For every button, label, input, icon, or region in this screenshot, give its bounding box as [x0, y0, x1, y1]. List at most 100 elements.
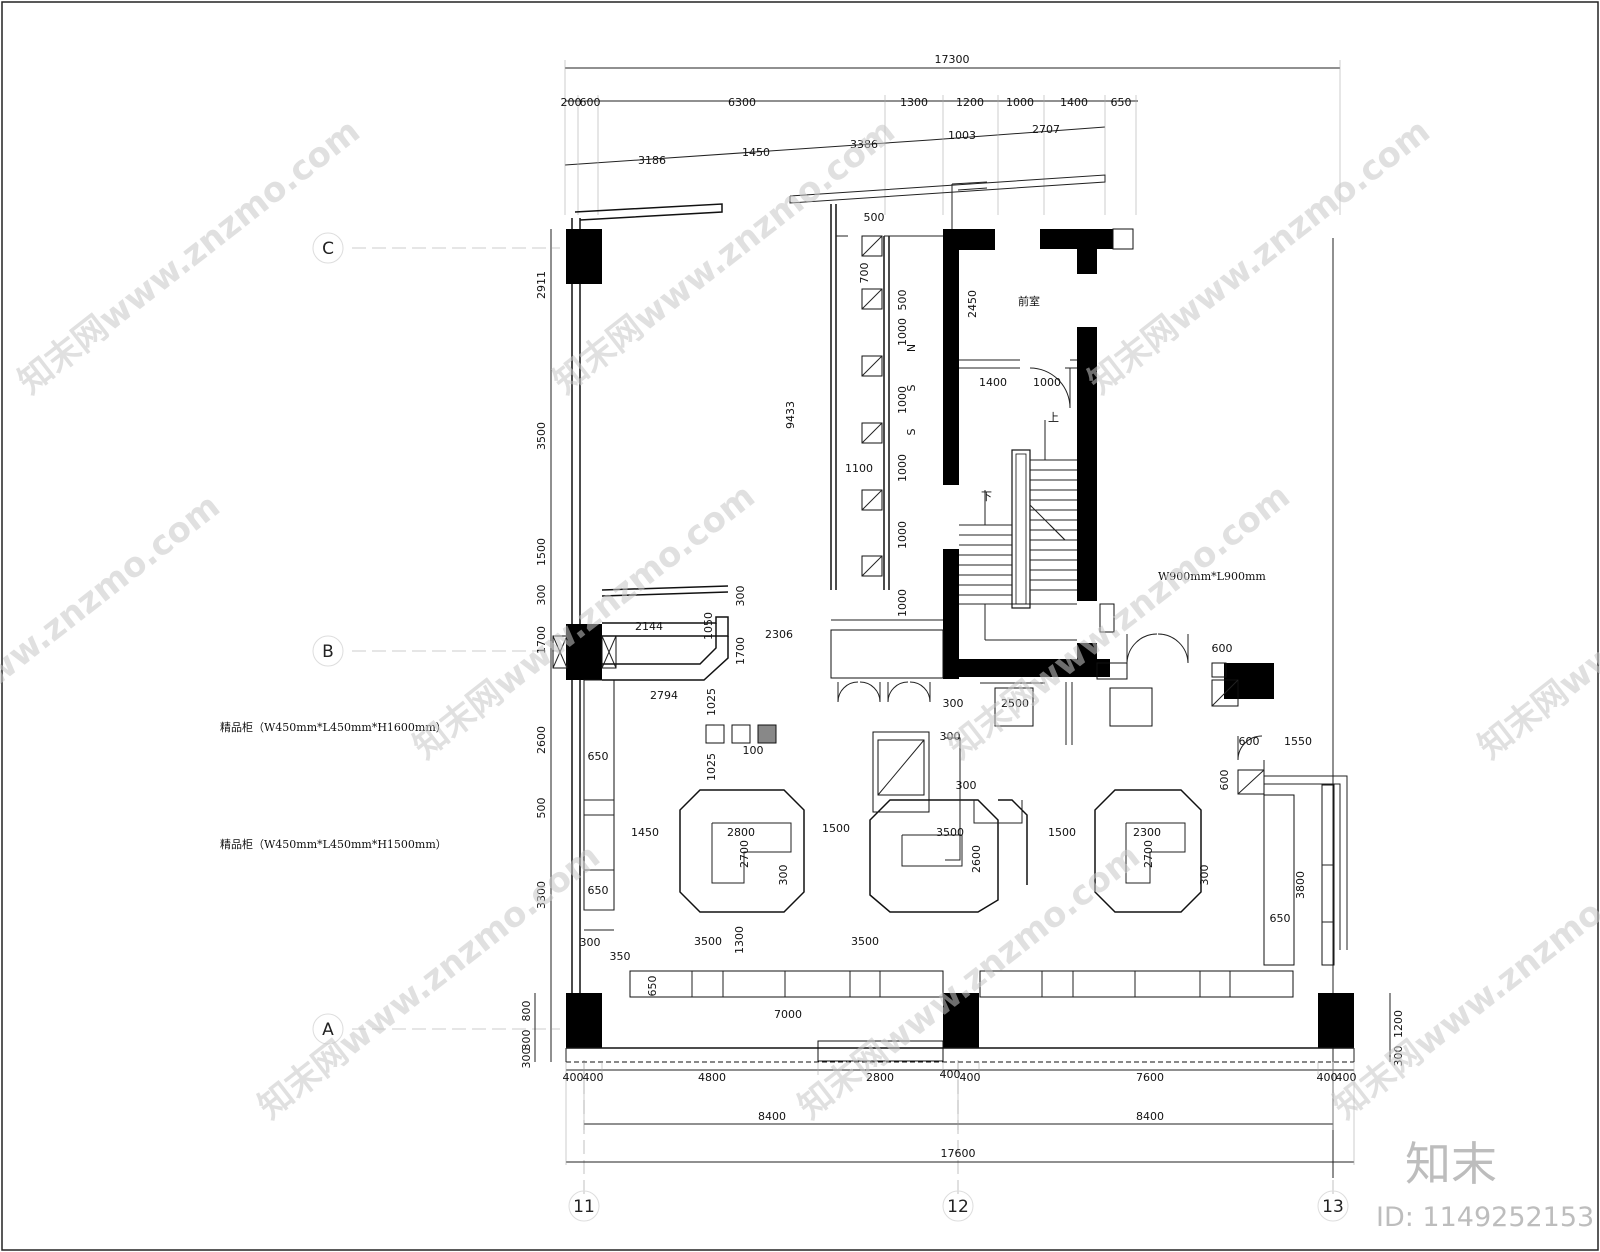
grid-label-C: C: [322, 239, 334, 259]
dim-interior: 300: [943, 697, 964, 710]
dim-interior: 7000: [774, 1008, 802, 1021]
dim-top: 600: [580, 96, 601, 109]
stair-up-label: 上: [1048, 411, 1059, 424]
walls: [552, 174, 1355, 1063]
watermark-text: 知末网www.znzmo.com: [251, 836, 608, 1127]
dim-top: 1400: [1060, 96, 1088, 109]
equipment-label: W900mm*L900mm: [1158, 570, 1266, 583]
dim-bottom: 400: [583, 1071, 604, 1084]
dim-top: 1300: [900, 96, 928, 109]
dim-corridor: 1100: [845, 462, 873, 475]
dim-left: 3300: [535, 881, 548, 909]
dim-interior: 1200: [1392, 1010, 1405, 1038]
grid-bubble-12: 12: [942, 1190, 974, 1222]
dim-stair: 1400: [979, 376, 1007, 389]
dim-interior: 2800: [727, 826, 755, 839]
dim-interior: 650: [588, 884, 609, 897]
dim-top2: 1450: [742, 146, 770, 159]
dim-interior: 3500: [694, 935, 722, 948]
dim-interior: 300: [1392, 1046, 1405, 1067]
dim-interior: 650: [1270, 912, 1291, 925]
dim-interior: 300: [940, 730, 961, 743]
dim-corridor: N: [905, 344, 918, 352]
dim-corridor: 1000: [896, 386, 909, 414]
dim-interior: 3500: [851, 935, 879, 948]
dim-corridor: S: [905, 428, 918, 435]
dim-interior: 2794: [650, 689, 678, 702]
dim-interior: 300: [777, 865, 790, 886]
dim-left: 300: [520, 1048, 533, 1069]
dim-top: 200: [561, 96, 582, 109]
dim-bottom-total: 17600: [941, 1147, 976, 1160]
stair-down-label: 下: [981, 490, 992, 503]
watermark-text: 知末网www.znzmo.com: [941, 476, 1298, 767]
dim-left: 1700: [535, 626, 548, 654]
dim-interior: 2144: [635, 620, 663, 633]
dim-bottom: 2800: [866, 1071, 894, 1084]
dim-bottom: 400: [960, 1071, 981, 1084]
dim-interior: 1025: [705, 688, 718, 716]
dim-bottom: 400: [1336, 1071, 1357, 1084]
dim-interior: 2600: [970, 845, 983, 873]
dim-bottom: 400: [1317, 1071, 1338, 1084]
dim-interior: 600: [1239, 735, 1260, 748]
dim-top2: 2707: [1032, 123, 1060, 136]
dim-interior: 1050: [702, 612, 715, 640]
dim-bottom: 7600: [1136, 1071, 1164, 1084]
dim-interior: 650: [588, 750, 609, 763]
plan-labels: 前室 精品柜（W450mm*L450mm*H1600mm） 精品柜（W450mm…: [220, 53, 1405, 1160]
top-dimension-lines: [564, 60, 1341, 215]
dim-interior: 300: [734, 586, 747, 607]
cabinet-label-h1600: 精品柜（W450mm*L450mm*H1600mm）: [220, 721, 447, 734]
dim-top: 1000: [1006, 96, 1034, 109]
dim-left: 800: [520, 1001, 533, 1022]
watermark-text: 知末网www.znzmo.com: [1081, 111, 1438, 402]
dim-stair: 2450: [966, 290, 979, 318]
room-label-anteroom: 前室: [1018, 294, 1040, 308]
dim-interior: 1300: [733, 926, 746, 954]
dim-bottom2: 8400: [1136, 1110, 1164, 1123]
dim-interior: 1550: [1284, 735, 1312, 748]
dim-top2: 1003: [948, 129, 976, 142]
dim-corridor: 1000: [896, 589, 909, 617]
dim-left: 2600: [535, 726, 548, 754]
dim-left: 1500: [535, 538, 548, 566]
dim-interior: 1450: [631, 826, 659, 839]
dim-interior: 600: [1212, 642, 1233, 655]
watermark-logo: 知末: [1405, 1137, 1497, 1191]
dim-interior: 350: [610, 950, 631, 963]
dim-corridor: 500: [864, 211, 885, 224]
dim-interior: 1025: [705, 753, 718, 781]
grid-bubble-B: B: [312, 635, 344, 667]
dim-corridor: 9433: [784, 401, 797, 429]
bottom-dimension-lines: [565, 1062, 1355, 1165]
dim-interior: 1500: [822, 822, 850, 835]
dim-interior: 300: [956, 779, 977, 792]
dim-interior: 3800: [1294, 871, 1307, 899]
corridor-cells: [861, 235, 883, 577]
dim-bottom: 4800: [698, 1071, 726, 1084]
dim-top-total: 17300: [935, 53, 970, 66]
dim-corridor: 1000: [896, 521, 909, 549]
dim-interior: 2700: [738, 840, 751, 868]
dim-interior: 1700: [734, 637, 747, 665]
watermark-text: 知末网www.znzmo.com: [1326, 836, 1600, 1127]
dim-corridor: 700: [858, 263, 871, 284]
grid-bubble-13: 13: [1317, 1190, 1349, 1222]
dim-bottom2: 8400: [758, 1110, 786, 1123]
watermark-text: 知末网www.znzmo.com: [1471, 476, 1600, 767]
stair-treads: [959, 420, 1077, 609]
dim-bottom: 400: [563, 1071, 584, 1084]
grid-label-12: 12: [947, 1197, 969, 1217]
left-dimension-lines: [534, 229, 1391, 1062]
dim-bottom: 400: [940, 1068, 961, 1081]
dim-interior: 2300: [1133, 826, 1161, 839]
dim-interior: 2700: [1142, 840, 1155, 868]
dim-left: 3500: [535, 422, 548, 450]
dim-left: 2911: [535, 271, 548, 299]
dim-interior: 300: [580, 936, 601, 949]
dim-corridor: 2306: [765, 628, 793, 641]
cabinet-label-h1500: 精品柜（W450mm*L450mm*H1500mm）: [220, 838, 447, 851]
